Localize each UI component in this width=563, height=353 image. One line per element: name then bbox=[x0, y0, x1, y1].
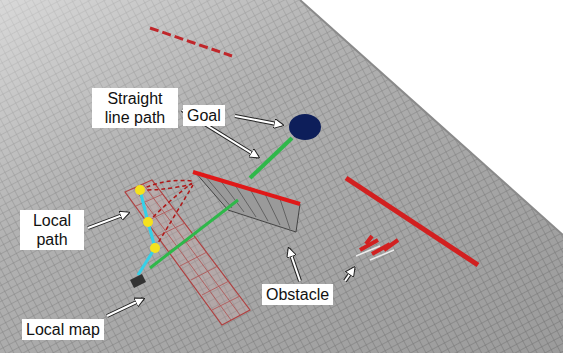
leader-arrows bbox=[88, 110, 354, 316]
label-text: Straight line path bbox=[96, 89, 174, 127]
label-text: Local path bbox=[24, 211, 80, 249]
local-map-grid bbox=[125, 180, 250, 325]
callout-label: Obstacle bbox=[262, 284, 333, 305]
obstacle-line bbox=[346, 178, 478, 265]
obstacle-wall bbox=[195, 172, 300, 232]
ridge-line bbox=[300, 0, 563, 235]
label-text: Obstacle bbox=[266, 285, 329, 304]
obstacle-line bbox=[193, 172, 300, 204]
candidate-paths bbox=[140, 180, 193, 248]
callout-label: Goal bbox=[183, 105, 225, 126]
label-text: Local map bbox=[26, 320, 100, 339]
callout-label: Local map bbox=[22, 319, 104, 340]
obstacle-wall-hatch bbox=[205, 176, 290, 229]
obstacle-cluster-shadow bbox=[356, 246, 394, 260]
waypoints bbox=[135, 185, 160, 253]
obstacle-line bbox=[150, 28, 232, 56]
callout-label: Straight line path bbox=[92, 88, 178, 128]
goal-marker bbox=[289, 114, 321, 140]
callout-label: Local path bbox=[20, 210, 84, 250]
robot-marker bbox=[130, 274, 146, 288]
local-path bbox=[138, 190, 155, 275]
label-text: Goal bbox=[187, 106, 221, 125]
